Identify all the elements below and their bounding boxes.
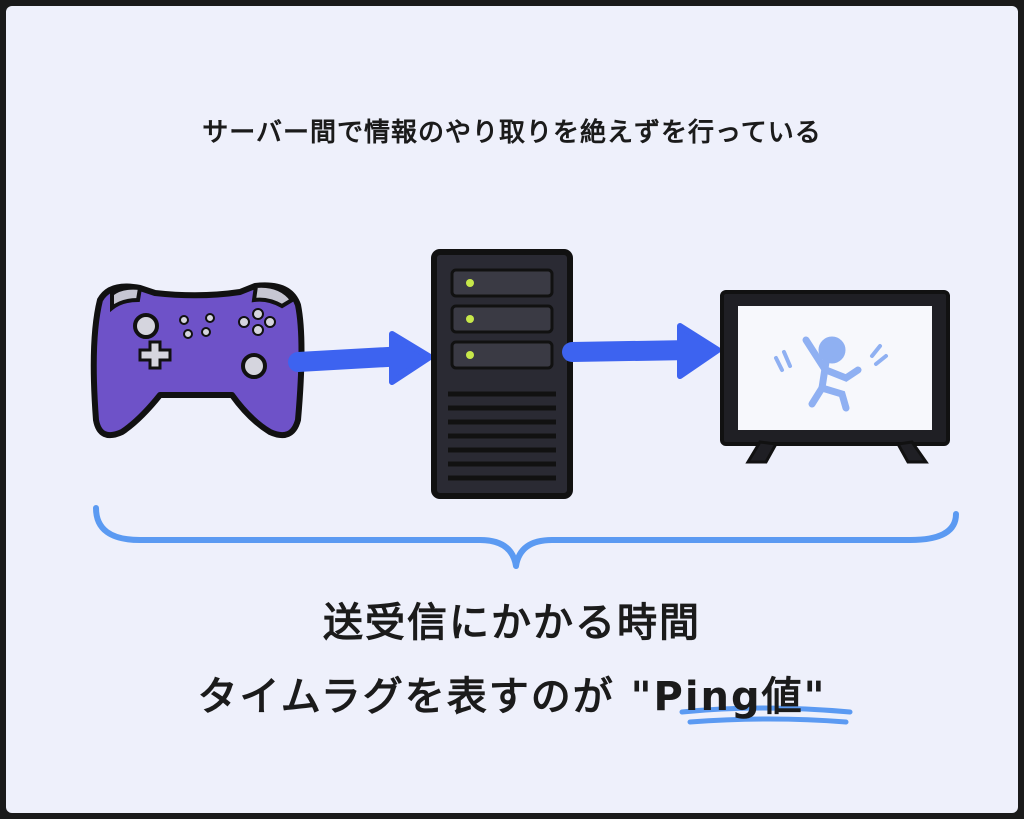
summary-line-1: 送受信にかかる時間 <box>323 600 701 646</box>
ping-underline <box>679 705 853 725</box>
summary-line-2-prefix: タイムラグを表すのが <box>197 674 631 720</box>
tv-monitor-icon <box>720 290 950 464</box>
game-controller-icon <box>90 282 305 438</box>
caption-text: サーバー間で情報のやり取りを絶えずを行っている <box>202 118 822 148</box>
arrow-controller-to-server <box>288 331 433 385</box>
summary-line-2: タイムラグを表すのが "Ping値" <box>0 664 1024 722</box>
curly-brace <box>93 505 959 569</box>
server-icon <box>431 249 573 499</box>
arrow-server-to-monitor <box>562 323 721 379</box>
ping-value-highlight: "Ping値" <box>630 674 827 720</box>
stick-figure-icon <box>802 336 862 412</box>
